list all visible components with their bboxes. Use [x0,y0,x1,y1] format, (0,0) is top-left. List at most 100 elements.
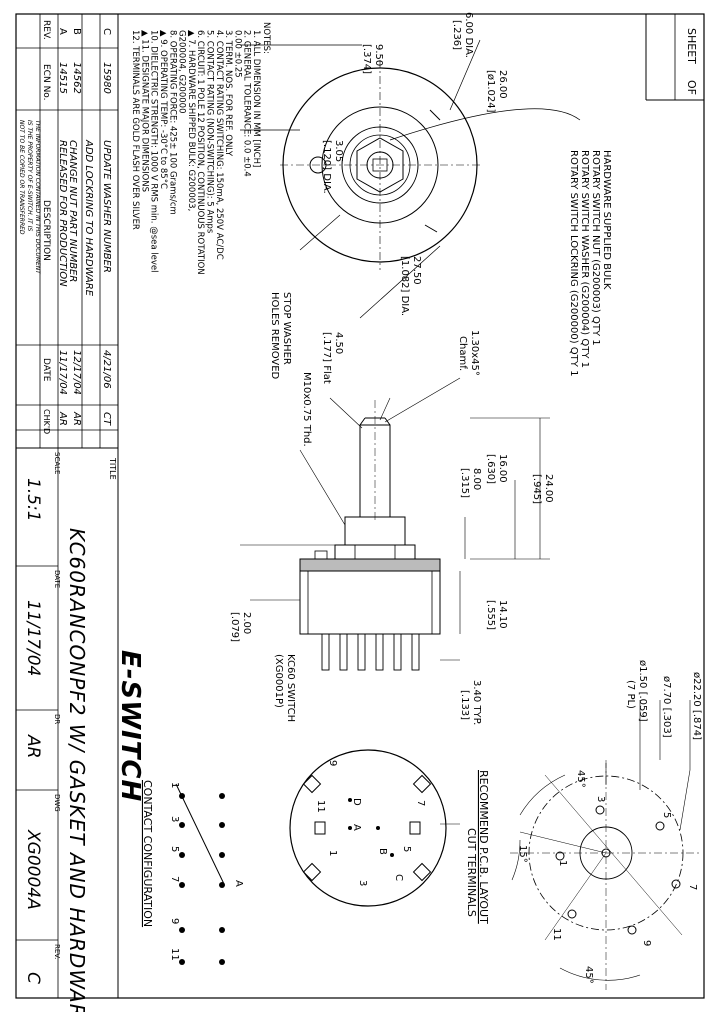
dim-label: 6.00 DIA. [463,12,474,58]
dim-label: [.079] [229,612,240,642]
note-line: G200004, G200000 [177,30,187,113]
pcb-layout-title: RECOMMEND P.C.B. LAYOUT [477,770,490,924]
ecn-cell: 14515 [57,62,68,94]
dim-label: [.555] [485,600,496,630]
dim-label: [.630] [485,454,496,484]
dim-label: [.315] [459,468,470,498]
ecn-cell: 15980 [101,62,112,94]
note-line: 5. CONTACT RATING (NON-SWITCHING): 5 Amp… [205,30,215,234]
top-view [240,39,581,319]
kc60-label: KC60 SWITCH [285,654,296,722]
dim-label: 27.50 [411,256,422,285]
rev-cell: B [71,28,82,35]
rev-value: C [23,972,43,984]
cut-terminals-label: CUT TERMINALS [465,828,478,917]
contact-number: 1 [169,782,180,788]
stop-hole [309,156,327,174]
dim-label: 14.10 [497,600,508,629]
kc60-part: (XG0001P) [273,654,284,708]
contact-number: 11 [169,948,180,961]
date-label: DATE [53,570,61,588]
dim-label: ø22.20 [.874] [691,672,702,740]
dim-label: ø7.70 [.303] [661,676,672,738]
dim-label: 4.50 [333,332,344,354]
dim-label: ø1.50 [.059] [637,660,648,722]
rev-header: REV. [41,20,51,40]
dim-label: [ø1.024] [485,70,496,113]
title-label: TITLE [108,457,117,480]
note-line: 4. CONTACT RATING SWITCHING: 150mA, 250V… [214,30,224,260]
dim-label: [.374] [361,44,372,74]
dim-label: [.120] DIA. [321,140,332,194]
terminal-number: A [351,824,362,831]
terminal-number: 5 [401,846,412,852]
contact-number: 7 [169,876,180,882]
dim-label: 26.00 [497,70,508,99]
pcb-layout [510,700,700,990]
note-line: ▲ 7. HARDWARE SHIPPED BULK: G200003, [186,30,196,211]
date-cell: 4/21/06 [101,350,112,389]
dim-label: [.945] [531,474,542,504]
dwg-label: DWG [53,794,61,812]
contact-config-title: CONTACT CONFIGURATION [141,780,154,927]
terminal-number: 7 [415,800,426,806]
rear-numbers: D A B C 9 11 1 3 5 7 [315,760,426,886]
contact-a-label: A [233,880,244,887]
rev-cell: A [57,28,68,35]
date-cell: 11/17/04 [57,350,68,395]
rev-label: REV. [53,944,61,959]
dim-label: M10x0.75 Thd. [301,372,312,447]
scale-label: SCALE [53,452,61,474]
dwg-value: XG0004A [23,829,43,910]
pcb-number: 1 [557,860,568,866]
dim-label: [.133] [459,690,470,720]
hardware-line: ROTARY SWITCH NUT (G200003) QTY 1 [590,150,601,346]
note-line: 0.00 ±0.25 [232,30,242,78]
hardware-line: ROTARY SWITCH WASHER (G200004) QTY 1 [579,150,590,368]
dim-label: 24.00 [543,474,554,503]
chkd-header: CHK'D [42,409,51,434]
ecn-cell: 14562 [71,62,82,94]
dim-label: (7 PL) [625,680,636,709]
notes-block: NOTES:1. ALL DIMENSION IN MM [INCH]2. GE… [130,22,271,275]
desc-cell: ADD LOCKRING TO HARDWARE [83,139,94,297]
desc-cell: CHANGE NUT PART NUMBER [67,140,78,282]
dim-label: 3.40 TYP. [471,680,482,725]
company-logo: E-SWITCH [115,650,145,802]
confidential-note: IS THE PROPERTY OF E-SWITCH. IT IS [26,120,33,232]
note-line: 8. OPERATING FORCE: 425± 100 Grams/cm [167,30,177,215]
rev-cell: C [101,28,112,35]
dim-label: 8.00 [471,468,482,490]
drawing-title: KC60RANCONPF2 W/ GASKET AND HARDWARE [65,528,89,1012]
terminal-number: 9 [327,760,338,766]
dr-label: DR [53,714,61,724]
rear-view [289,749,447,907]
hardware-line: ROTARY SWITCH LOCKRING (G200000) QTY 1 [568,150,579,376]
note-line: 6. CIRCUIT: 1 POLE 12 POSITION, CONTINUO… [195,30,205,275]
sheet-label: SHEET [685,28,698,64]
note-line: 2. GENERAL TOLERANCE: 0.0 ±0.4 [242,30,252,177]
terminal-number: D [351,798,362,806]
desc-cell: UPDATE WASHER NUMBER [101,140,112,273]
pcb-number: 9 [641,940,652,946]
desc-cell: RELEASED FOR PRODUCTION [57,140,68,287]
dr-value: AR [23,734,43,758]
confidential-note: NOT TO BE COPIED OR TRANSFERRED [18,120,25,235]
notes-heading: NOTES: [261,22,271,54]
pcb-number: 7 [687,884,698,890]
pcb-number: 5 [661,812,672,818]
of-label: OF [685,80,698,95]
hardware-line: HARDWARE SUPPLIED BULK [601,150,612,290]
terminal-number: C [393,874,404,881]
angle-label: 45° [575,770,586,788]
angle-label: 45° [583,966,594,984]
note-line: 1. ALL DIMENSION IN MM [INCH] [251,30,261,167]
note-line: ▲ 9. OPERATING TEMP: -30°C to 85°C [158,30,168,189]
holes-removed-label: HOLES REMOVED [269,292,280,380]
dim-label: 2.00 [241,612,252,634]
revision-block: REV. ECN No. DESCRIPTION DATE CHK'D C 15… [15,13,119,449]
contact-config [175,783,225,965]
dim-label: 16.00 [497,454,508,483]
